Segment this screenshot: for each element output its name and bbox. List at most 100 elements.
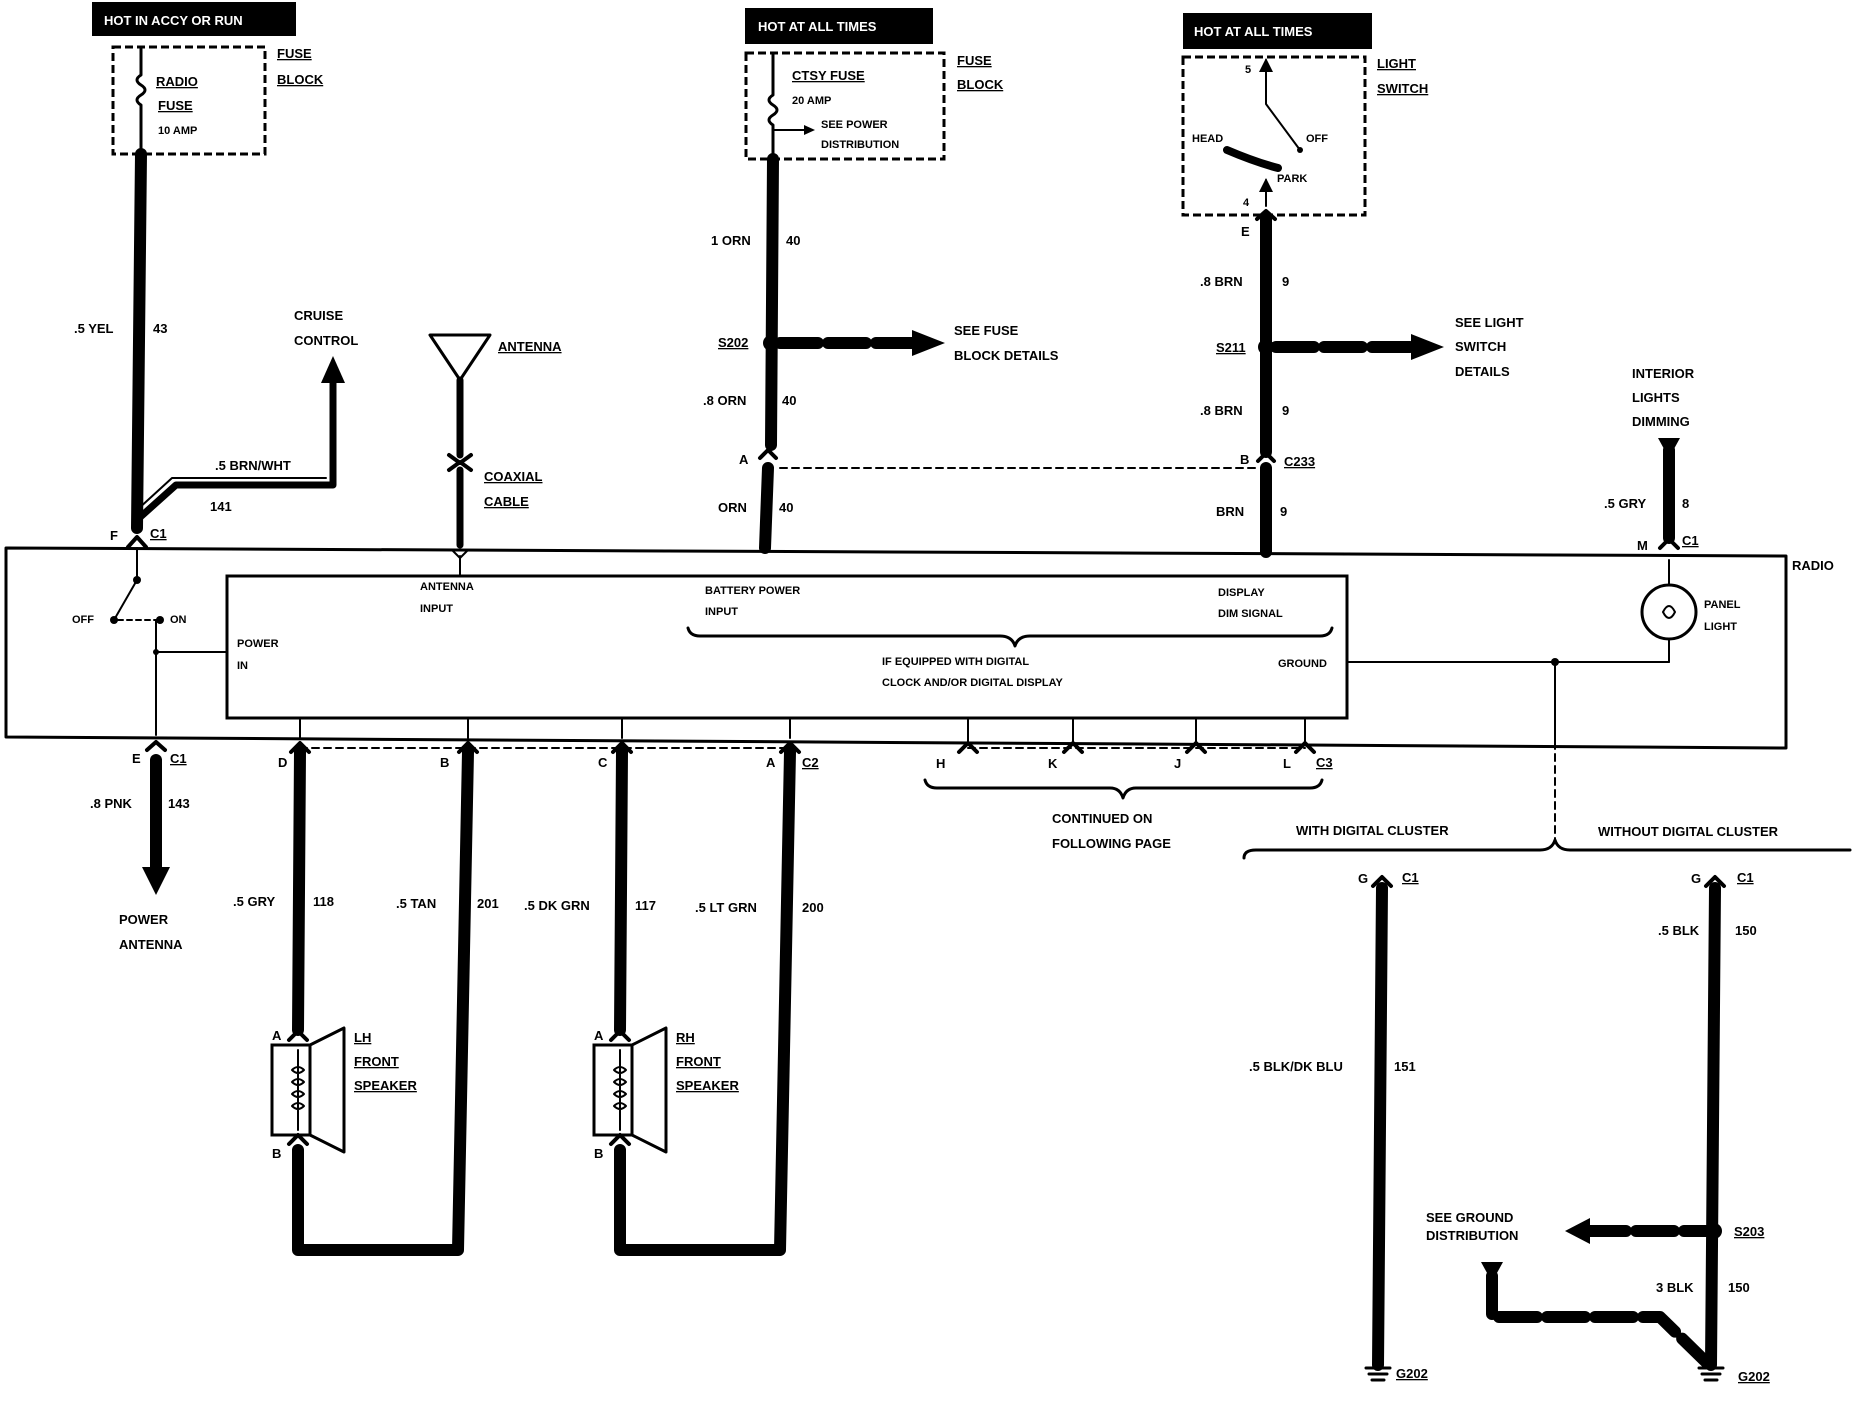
ground-g202-right-icon xyxy=(1697,1366,1725,1382)
brn1-wire-circuit: 9 xyxy=(1282,274,1289,289)
power-in-label-2: IN xyxy=(237,660,248,672)
c3-pin-k: K xyxy=(1048,756,1058,771)
lh-pin-b: B xyxy=(272,1146,281,1161)
cruise-control-label-2: CONTROL xyxy=(294,333,358,348)
switch-on: ON xyxy=(170,614,187,626)
cruise-arrow-icon xyxy=(321,356,345,383)
antenna-input-label: ANTENNA xyxy=(420,581,474,593)
blk-wire-circuit: 150 xyxy=(1735,923,1757,938)
panel-light-label: PANEL xyxy=(1704,599,1741,611)
c233-pin-b: B xyxy=(1240,452,1249,467)
ls-park: PARK xyxy=(1277,173,1307,185)
hot-at-all-times-badge: HOT AT ALL TIMES xyxy=(758,19,877,34)
ls-pin-4: 4 xyxy=(1243,197,1250,209)
rh-pin-b: B xyxy=(594,1146,603,1161)
c2-pin-d: D xyxy=(278,755,287,770)
brnwht-wire-circuit: 141 xyxy=(210,499,232,514)
continued-label: CONTINUED ON xyxy=(1052,811,1152,826)
orn1-wire-circuit: 40 xyxy=(786,233,800,248)
power-antenna-label-2: ANTENNA xyxy=(119,937,183,952)
radio-fuse-label: RADIO xyxy=(156,74,198,89)
c2-pin-a: A xyxy=(766,755,776,770)
light-switch: HOT AT ALL TIMES 5 HEAD OFF PARK 4 LIGHT… xyxy=(1181,13,1428,217)
c1-top-left: C1 xyxy=(150,526,167,541)
s202-label: S202 xyxy=(718,335,748,350)
orn2-wire-circuit: 40 xyxy=(782,393,796,408)
light-switch-label-2: SWITCH xyxy=(1377,81,1428,96)
pnk-wire-gauge: .8 PNK xyxy=(90,796,133,811)
radio-fuse-amp: 10 AMP xyxy=(158,125,197,137)
ground-label: GROUND xyxy=(1278,658,1327,670)
ls-off: OFF xyxy=(1306,133,1328,145)
brn2-wire-gauge: .8 BRN xyxy=(1200,403,1243,418)
coaxial-label-2: CABLE xyxy=(484,494,529,509)
display-dim-label: DISPLAY xyxy=(1218,587,1265,599)
splice-s202 xyxy=(763,335,779,351)
ls-head: HEAD xyxy=(1192,133,1223,145)
radio-fuse-label-2: FUSE xyxy=(158,98,193,113)
lh-speaker-label-3: SPEAKER xyxy=(354,1078,417,1093)
switch-off: OFF xyxy=(72,614,94,626)
orn3-wire-gauge: ORN xyxy=(718,500,747,515)
ltgrn-wire-gauge: .5 LT GRN xyxy=(695,900,757,915)
panel-light-icon xyxy=(1640,583,1698,641)
digital-note-2: CLOCK AND/OR DIGITAL DISPLAY xyxy=(882,677,1064,689)
see-power-label: SEE POWER xyxy=(821,119,888,131)
c3-pin-j: J xyxy=(1174,756,1181,771)
rh-speaker-label: RH xyxy=(676,1030,695,1045)
c1-pin-f: F xyxy=(110,528,118,543)
ls-pin-e: E xyxy=(1241,224,1250,239)
ctsy-fuse-label: CTSY FUSE xyxy=(792,68,865,83)
see-light-label-3: DETAILS xyxy=(1455,364,1510,379)
radio-unit: RADIO OFF ON POWER IN ANTENNA INPUT BATT… xyxy=(4,546,1834,750)
blk-wire-gauge: .5 BLK xyxy=(1658,923,1700,938)
battery-input-label: BATTERY POWER xyxy=(705,585,800,597)
ground-g202-left-icon xyxy=(1364,1366,1392,1382)
ctsy-fuse-amp: 20 AMP xyxy=(792,95,831,107)
rh-speaker-label-2: FRONT xyxy=(676,1054,721,1069)
display-dim-label-2: DIM SIGNAL xyxy=(1218,608,1283,620)
lh-front-speaker: A B LH FRONT SPEAKER xyxy=(270,1026,417,1161)
blk3-wire-circuit: 150 xyxy=(1728,1280,1750,1295)
c3-pin-h: H xyxy=(936,756,945,771)
see-light-arrow-icon xyxy=(1411,334,1444,360)
c1-pin-m: M xyxy=(1637,538,1648,553)
light-hot-badge: HOT AT ALL TIMES xyxy=(1194,24,1313,39)
gry118-wire-circuit: 118 xyxy=(313,894,334,909)
c2-label: C2 xyxy=(802,755,819,770)
see-light-label: SEE LIGHT xyxy=(1455,315,1524,330)
see-ground-label-2: DISTRIBUTION xyxy=(1426,1228,1518,1243)
power-in-label: POWER xyxy=(237,638,279,650)
gry8-wire-circuit: 8 xyxy=(1682,496,1689,511)
fuse-block-2-label: FUSE xyxy=(957,53,992,68)
lh-pin-a: A xyxy=(272,1028,282,1043)
fuse-block-label: FUSE xyxy=(277,46,312,61)
splice-s211 xyxy=(1258,339,1274,355)
lh-speaker-label: LH xyxy=(354,1030,371,1045)
brn1-wire-gauge: .8 BRN xyxy=(1200,274,1243,289)
g-pin-with: G xyxy=(1358,871,1368,886)
c1-pin-e: E xyxy=(132,751,141,766)
antenna-symbol xyxy=(428,333,492,559)
blkdk-wire-circuit: 151 xyxy=(1394,1059,1416,1074)
lh-speaker-label-2: FRONT xyxy=(354,1054,399,1069)
antenna-input-label-2: INPUT xyxy=(420,603,453,615)
gry8-wire-gauge: .5 GRY xyxy=(1604,496,1646,511)
c1-top-right: C1 xyxy=(1682,533,1699,548)
interior-dim-label: INTERIOR xyxy=(1632,366,1695,381)
see-fuse-label-2: BLOCK DETAILS xyxy=(954,348,1059,363)
fuse-block-ctsy: HOT AT ALL TIMES CTSY FUSE 20 AMP SEE PO… xyxy=(744,8,1004,161)
see-ground-label: SEE GROUND xyxy=(1426,1210,1513,1225)
ls-pin-5: 5 xyxy=(1245,64,1251,76)
dkgrn-wire-circuit: 117 xyxy=(635,898,656,913)
blkdk-wire-gauge: .5 BLK/DK BLU xyxy=(1249,1059,1343,1074)
see-fuse-arrow-icon xyxy=(912,330,945,356)
c233-pin-a: A xyxy=(739,452,749,467)
cruise-control-label: CRUISE xyxy=(294,308,343,323)
orn2-wire-gauge: .8 ORN xyxy=(703,393,746,408)
continued-label-2: FOLLOWING PAGE xyxy=(1052,836,1171,851)
rh-front-speaker: A B RH FRONT SPEAKER xyxy=(592,1026,739,1161)
coaxial-label: COAXIAL xyxy=(484,469,543,484)
pnk-wire-circuit: 143 xyxy=(168,796,190,811)
